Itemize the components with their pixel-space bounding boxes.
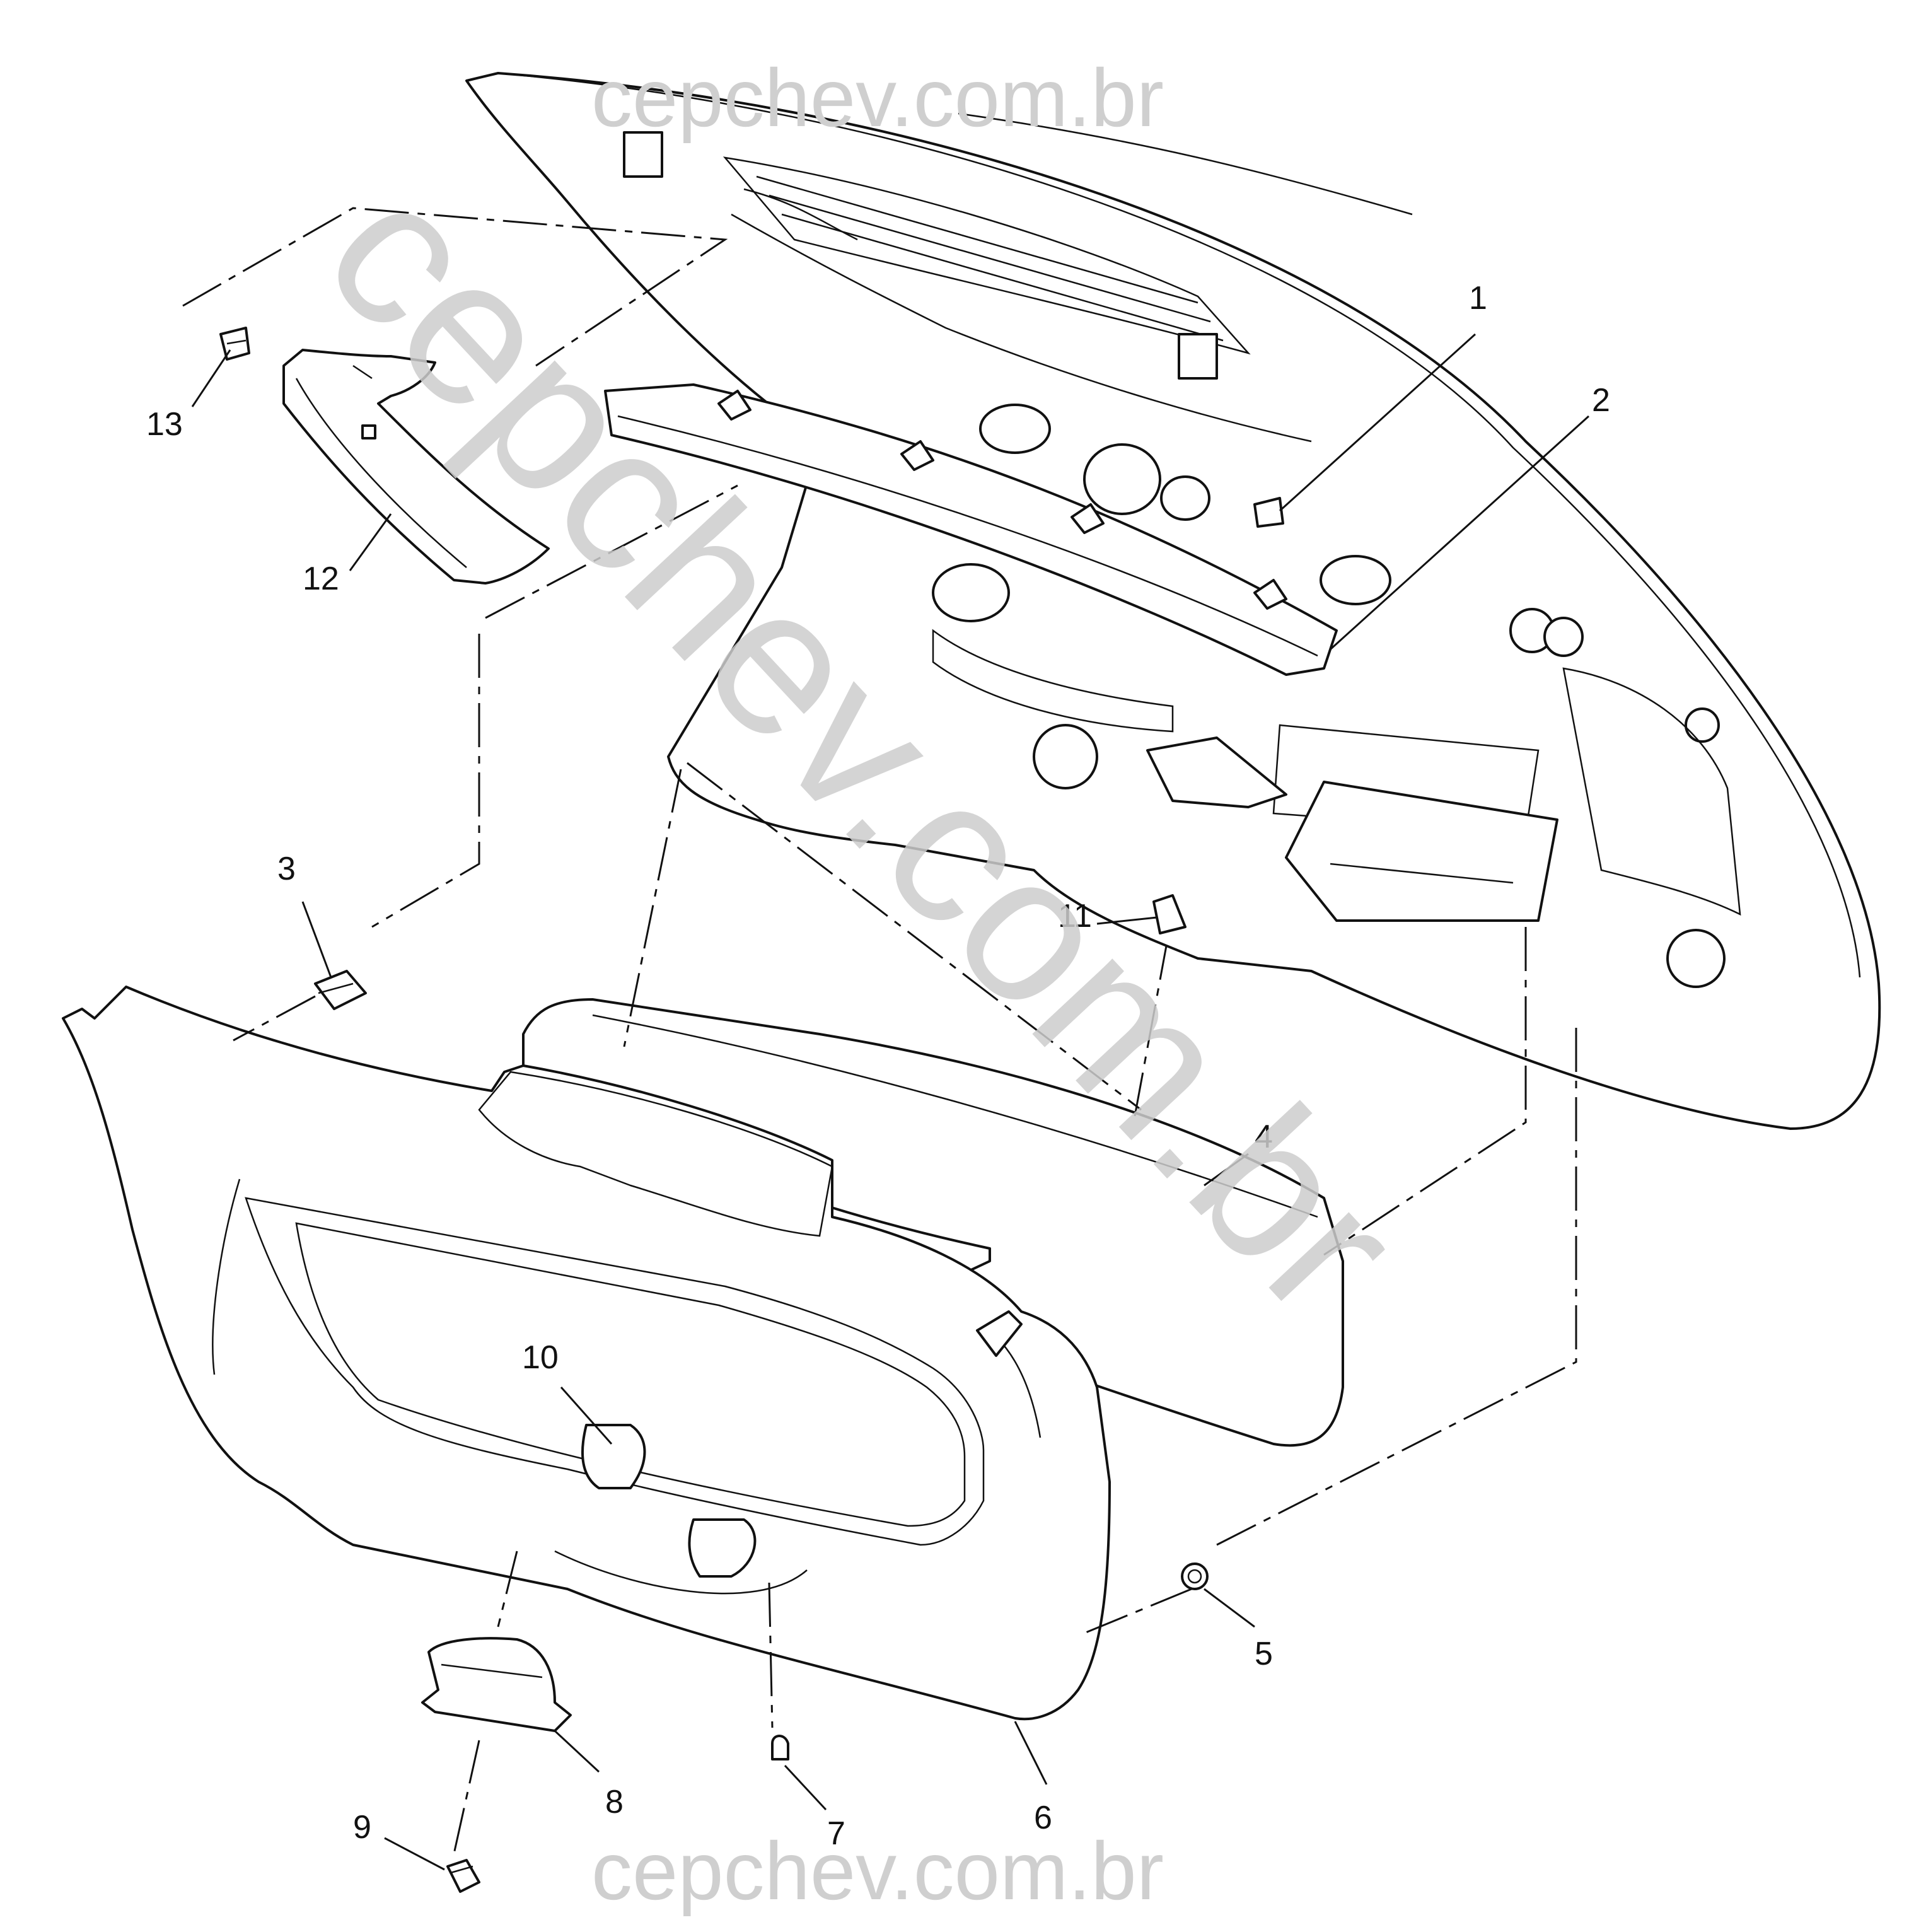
leader-7 (784, 1764, 827, 1811)
side-trim-panel (282, 349, 550, 585)
trim-clip-1 (1253, 497, 1284, 528)
leader-6 (1014, 1721, 1048, 1785)
callout-2: 2 (1592, 382, 1610, 419)
callout-11: 11 (1058, 898, 1092, 934)
callout-7: 7 (827, 1815, 845, 1852)
callout-13: 13 (146, 406, 183, 443)
callout-10: 10 (522, 1339, 559, 1376)
leader-10 (560, 1387, 613, 1445)
callout-1: 1 (1469, 280, 1487, 317)
leader-5 (1204, 1588, 1255, 1628)
callout-6: 6 (1034, 1800, 1052, 1836)
leader-1 (1279, 333, 1477, 512)
callout-12: 12 (303, 561, 339, 597)
callout-5: 5 (1255, 1636, 1273, 1672)
pull-handle-cup-8 (421, 1637, 572, 1732)
retainer-clip-3 (314, 970, 367, 1010)
leader-3 (301, 901, 332, 978)
callout-numbers: 1 2 3 4 5 6 7 8 9 10 11 12 13 (146, 280, 1610, 1852)
callout-8: 8 (605, 1784, 624, 1820)
leader-12 (349, 513, 392, 571)
watermark-top: cepchev.com.br (591, 52, 1164, 144)
callout-3: 3 (277, 851, 296, 887)
leader-4 (1204, 1153, 1249, 1187)
watermark-bottom: cepchev.com.br (591, 1825, 1164, 1917)
trim-clip-13 (219, 327, 250, 361)
leader-9 (384, 1837, 445, 1871)
callout-4: 4 (1255, 1119, 1273, 1155)
push-pin-7 (771, 1735, 789, 1760)
callout-leaders (191, 333, 1590, 1871)
push-pin-5 (1181, 1562, 1209, 1590)
screw-9 (446, 1859, 480, 1893)
leader-13 (191, 349, 231, 407)
trim-clip-11 (1152, 894, 1187, 934)
leader-8 (554, 1730, 600, 1773)
alignment-lines (182, 207, 1577, 1854)
liftgate-lower-trim-panel (62, 986, 1111, 1721)
leader-2 (1329, 415, 1590, 651)
leader-11 (1096, 916, 1158, 925)
upper-trim-molding (604, 383, 1338, 676)
callout-9: 9 (353, 1809, 371, 1846)
